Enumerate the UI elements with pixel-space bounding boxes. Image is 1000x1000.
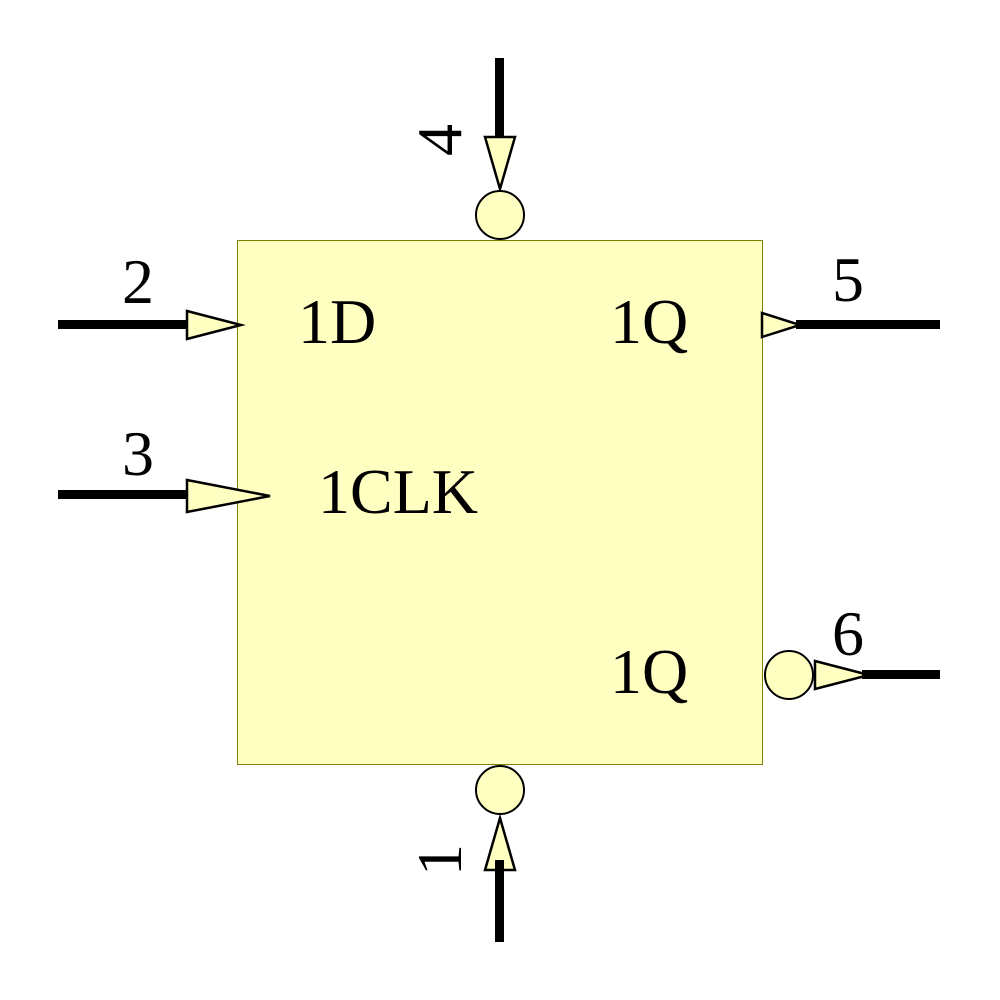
flip-flop-body[interactable] [237,240,763,765]
q-output-wire[interactable] [796,320,940,329]
clk-input-arrow-icon [185,478,271,514]
preset-input-wire[interactable] [495,58,504,140]
pin-number-6: 6 [832,598,864,669]
port-label-1q: 1Q [610,286,689,357]
clk-input-wire[interactable] [58,490,190,499]
d-input-arrow-icon [185,309,246,341]
port-label-1q-bar: 1Q [610,636,689,707]
pin-number-2: 2 [122,246,154,317]
clear-input-wire[interactable] [495,860,504,942]
pin-number-5: 5 [832,244,864,315]
port-label-1d: 1D [298,286,377,357]
port-label-1clk: 1CLK [318,456,478,527]
pin-number-4: 4 [404,124,475,156]
q-bar-inversion-bubble [764,650,814,700]
pin-number-3: 3 [122,418,154,489]
preset-input-arrow-icon [483,135,517,194]
d-input-wire[interactable] [58,320,190,329]
preset-inversion-bubble [475,190,525,240]
clear-inversion-bubble [475,765,525,815]
q-bar-output-arrow-icon [813,659,874,691]
pin-number-1: 1 [404,844,475,876]
q-bar-output-wire[interactable] [862,670,940,679]
q-output-arrow-icon [760,311,805,339]
